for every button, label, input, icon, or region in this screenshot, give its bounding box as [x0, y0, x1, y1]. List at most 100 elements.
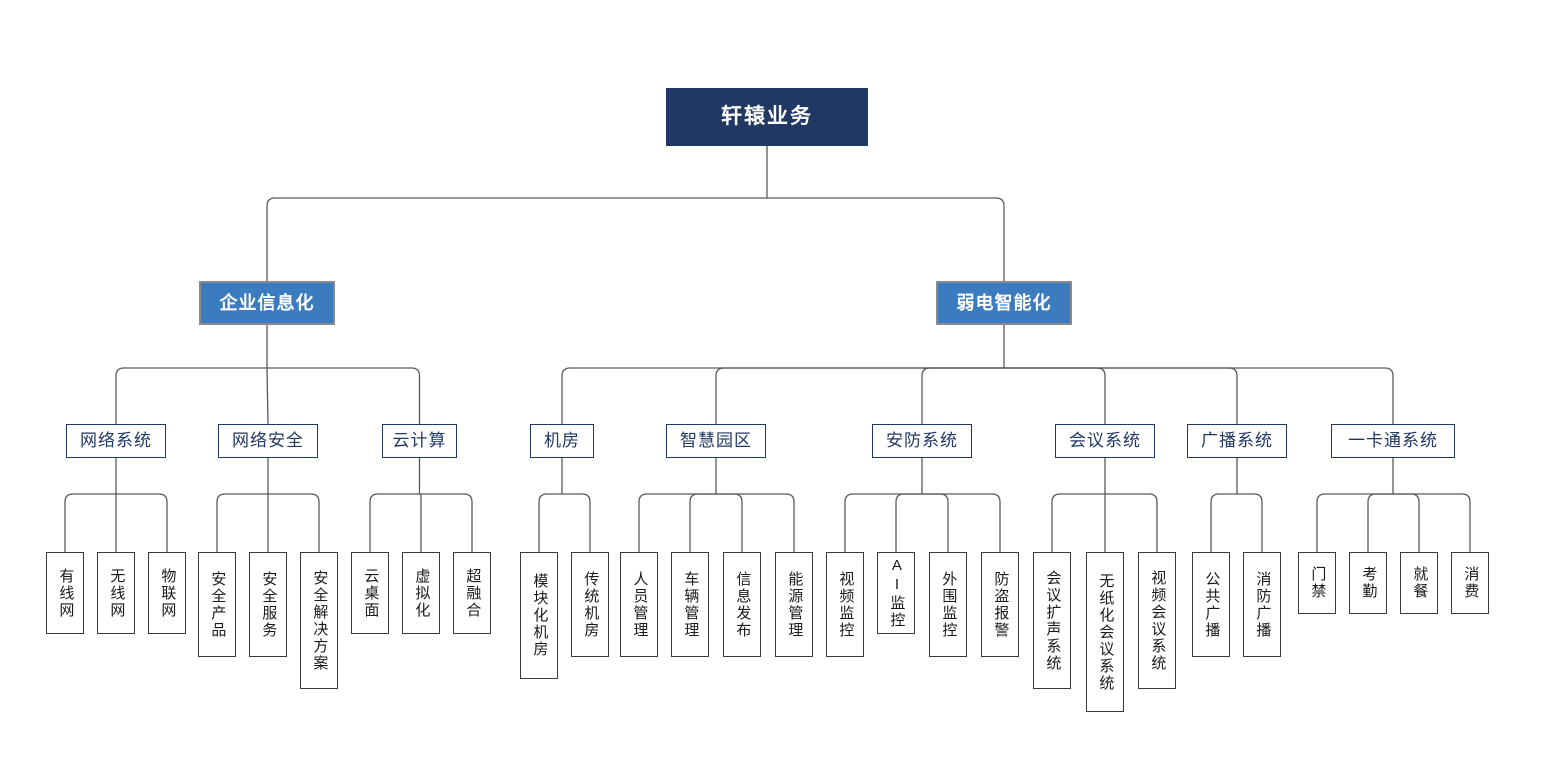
leaf-node-24[interactable]: 门禁	[1298, 552, 1336, 614]
node-label: 会议系统	[1069, 431, 1141, 451]
level2-node-1[interactable]: 网络安全	[218, 424, 318, 458]
level2-l2-3-to-leaf-link-1	[562, 493, 591, 552]
leaf-node-18[interactable]: 防盗报警	[981, 552, 1019, 657]
node-label: 安全产品	[209, 570, 227, 639]
node-label: 轩辕业务	[721, 105, 813, 129]
leaf-node-4[interactable]: 安全服务	[249, 552, 287, 657]
node-label: 门禁	[1309, 566, 1327, 600]
level2-node-8[interactable]: 一卡通系统	[1331, 424, 1455, 458]
level2-l2-5-to-leaf-link-1	[895, 493, 922, 552]
node-label: 云桌面	[362, 567, 380, 619]
node-label: 安全解决方案	[311, 569, 329, 672]
root-to-level1-link-1	[767, 197, 1005, 281]
level2-node-4[interactable]: 智慧园区	[666, 424, 766, 458]
node-label: 云计算	[392, 431, 447, 451]
node-label: 无纸化会议系统	[1097, 572, 1115, 692]
level2-l2-5-to-leaf-link-2	[922, 493, 949, 552]
leaf-node-10[interactable]: 传统机房	[571, 552, 609, 657]
level2-l2-6-to-leaf-link-2	[1105, 493, 1158, 552]
node-label: 安防系统	[886, 431, 958, 451]
level2-l2-1-to-leaf-link-2	[268, 493, 320, 552]
level2-l2-8-to-leaf-link-1	[1367, 493, 1393, 552]
leaf-node-6[interactable]: 云桌面	[351, 552, 389, 634]
level1-node-1[interactable]: 弱电智能化	[936, 281, 1072, 325]
node-label: 车辆管理	[682, 570, 700, 639]
leaf-node-20[interactable]: 无纸化会议系统	[1086, 552, 1124, 712]
level1-l1-1-to-level2-link-5	[1004, 367, 1394, 424]
node-label: 视频监控	[837, 570, 855, 639]
level2-l2-7-to-leaf-link-0	[1210, 493, 1237, 552]
level2-node-3[interactable]: 机房	[530, 424, 594, 458]
node-label: 广播系统	[1201, 431, 1273, 451]
root-node-轩辕业务[interactable]: 轩辕业务	[666, 88, 868, 146]
node-label: 物联网	[159, 567, 177, 619]
node-label: 虚拟化	[413, 567, 431, 619]
level2-l2-8-to-leaf-link-3	[1393, 493, 1471, 552]
leaf-node-7[interactable]: 虚拟化	[402, 552, 440, 634]
leaf-node-17[interactable]: 外围监控	[929, 552, 967, 657]
leaf-node-1[interactable]: 无线网	[97, 552, 135, 634]
level1-node-0[interactable]: 企业信息化	[199, 281, 335, 325]
leaf-node-2[interactable]: 物联网	[148, 552, 186, 634]
level2-l2-3-to-leaf-link-0	[538, 493, 562, 552]
leaf-node-22[interactable]: 公共广播	[1192, 552, 1230, 657]
node-label: 能源管理	[786, 570, 804, 639]
leaf-node-13[interactable]: 信息发布	[723, 552, 761, 657]
level2-l2-4-to-leaf-link-1	[689, 493, 716, 552]
level2-l2-6-to-leaf-link-0	[1051, 493, 1105, 552]
node-label: 会议扩声系统	[1044, 569, 1062, 672]
level1-l1-0-to-level2-link-0	[115, 367, 267, 424]
leaf-node-21[interactable]: 视频会议系统	[1138, 552, 1176, 689]
level2-node-5[interactable]: 安防系统	[872, 424, 972, 458]
level2-l2-4-to-leaf-link-3	[716, 493, 795, 552]
level2-l2-7-to-leaf-link-1	[1237, 493, 1263, 552]
level1-l1-0-to-level2-link-2	[267, 367, 421, 424]
node-label: 弱电智能化	[956, 292, 1052, 313]
leaf-node-9[interactable]: 模块化机房	[520, 552, 558, 679]
level2-node-0[interactable]: 网络系统	[66, 424, 166, 458]
level2-l2-8-to-leaf-link-2	[1393, 493, 1420, 552]
node-label: 外围监控	[940, 570, 958, 639]
leaf-node-0[interactable]: 有线网	[46, 552, 84, 634]
level2-node-7[interactable]: 广播系统	[1187, 424, 1287, 458]
level2-l2-0-to-leaf-link-2	[116, 493, 168, 552]
level2-l2-4-to-leaf-link-0	[638, 493, 716, 552]
level2-l2-2-to-leaf-link-1	[419, 493, 422, 552]
level2-node-6[interactable]: 会议系统	[1055, 424, 1155, 458]
node-label: 公共广播	[1203, 570, 1221, 639]
node-label: 安全服务	[260, 570, 278, 639]
node-label: 模块化机房	[531, 573, 549, 658]
node-label: AI监控	[888, 557, 906, 629]
leaf-node-15[interactable]: 视频监控	[826, 552, 864, 657]
node-label: 消防广播	[1254, 570, 1272, 639]
node-label: 网络系统	[80, 431, 152, 451]
node-label: 传统机房	[582, 570, 600, 639]
leaf-node-14[interactable]: 能源管理	[775, 552, 813, 657]
level1-l1-1-to-level2-link-1	[715, 367, 1004, 424]
leaf-node-12[interactable]: 车辆管理	[671, 552, 709, 657]
leaf-node-19[interactable]: 会议扩声系统	[1033, 552, 1071, 689]
leaf-node-16[interactable]: AI监控	[877, 552, 915, 634]
leaf-node-26[interactable]: 就餐	[1400, 552, 1438, 614]
node-label: 无线网	[108, 567, 126, 619]
leaf-node-11[interactable]: 人员管理	[620, 552, 658, 657]
level2-l2-2-to-leaf-link-0	[369, 493, 420, 552]
node-label: 考勤	[1360, 566, 1378, 600]
leaf-node-5[interactable]: 安全解决方案	[300, 552, 338, 689]
leaf-node-8[interactable]: 超融合	[453, 552, 491, 634]
node-label: 视频会议系统	[1149, 569, 1167, 672]
level2-l2-5-to-leaf-link-3	[922, 493, 1001, 552]
leaf-node-3[interactable]: 安全产品	[198, 552, 236, 657]
node-label: 就餐	[1411, 566, 1429, 600]
node-label: 信息发布	[734, 570, 752, 639]
leaf-node-25[interactable]: 考勤	[1349, 552, 1387, 614]
level2-node-2[interactable]: 云计算	[382, 424, 457, 458]
level1-l1-1-to-level2-link-3	[1004, 367, 1106, 424]
leaf-node-27[interactable]: 消费	[1451, 552, 1489, 614]
level2-l2-4-to-leaf-link-2	[716, 493, 743, 552]
node-label: 消费	[1462, 566, 1480, 600]
leaf-node-23[interactable]: 消防广播	[1243, 552, 1281, 657]
level2-l2-5-to-leaf-link-0	[844, 493, 922, 552]
node-label: 超融合	[464, 567, 482, 619]
